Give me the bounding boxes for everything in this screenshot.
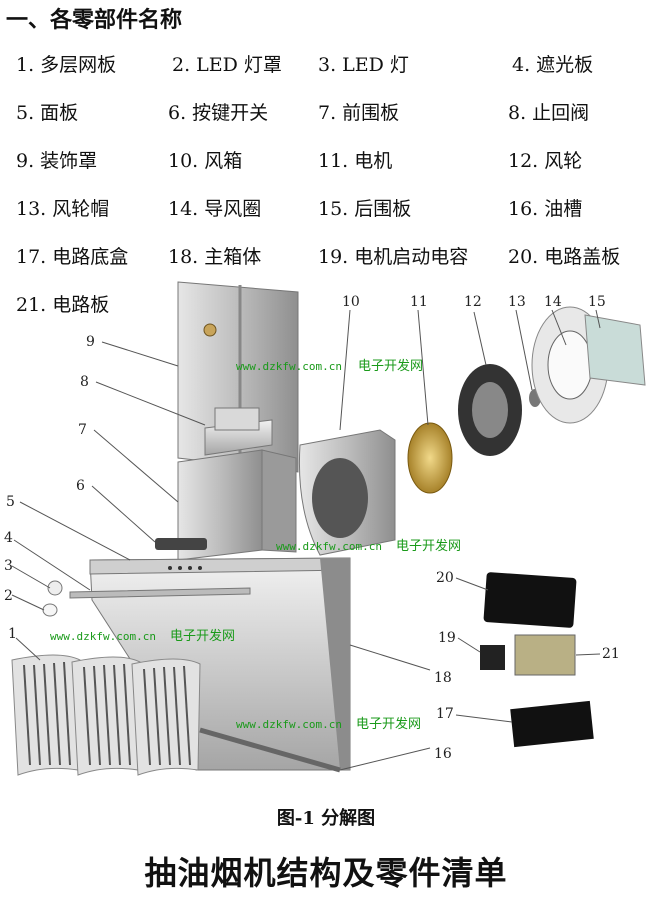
part-item: 14. 导风圈 <box>168 198 262 220</box>
rear-shroud <box>584 314 646 386</box>
callout-21: 21 <box>602 646 620 662</box>
motor-capacitor <box>480 645 505 670</box>
button-switch <box>155 538 207 550</box>
range-hood-body <box>89 557 351 773</box>
watermark-url: www.dzkfw.com.cn <box>236 718 342 731</box>
callout-10: 10 <box>342 294 360 310</box>
part-item: 10. 风箱 <box>168 150 243 172</box>
callout-7: 7 <box>78 422 87 438</box>
part-item: 17. 电路底盒 <box>16 246 129 268</box>
figure-caption: 图-1 分解图 <box>276 808 376 829</box>
circuit-board <box>514 634 576 676</box>
section-title: 一、各零部件名称 <box>6 8 183 33</box>
callout-1: 1 <box>8 626 17 642</box>
watermark-name: 电子开发网 <box>396 538 461 554</box>
callout-5: 5 <box>6 494 15 510</box>
callout-12: 12 <box>464 294 482 310</box>
callout-9: 9 <box>86 334 95 350</box>
part-item: 8. 止回阀 <box>508 102 590 124</box>
watermark-url: www.dzkfw.com.cn <box>276 540 382 553</box>
watermark-url: www.dzkfw.com.cn <box>50 630 156 643</box>
part-item: 1. 多层网板 <box>16 54 117 76</box>
callout-2: 2 <box>4 588 13 604</box>
part-item: 3. LED 灯 <box>318 54 409 76</box>
callout-3: 3 <box>4 558 13 574</box>
part-item: 21. 电路板 <box>16 294 110 316</box>
part-item: 12. 风轮 <box>508 150 583 172</box>
watermark-url: www.dzkfw.com.cn <box>236 360 342 373</box>
part-item: 20. 电路盖板 <box>508 246 621 268</box>
part-item: 4. 遮光板 <box>512 54 594 76</box>
part-item: 13. 风轮帽 <box>16 198 110 220</box>
part-item: 9. 装饰罩 <box>16 150 98 172</box>
led-cover <box>42 603 58 617</box>
callout-13: 13 <box>508 294 526 310</box>
part-item: 15. 后围板 <box>318 198 412 220</box>
callout-11: 11 <box>410 294 428 310</box>
callout-18: 18 <box>434 670 452 686</box>
fan-housing <box>298 429 396 556</box>
part-item: 11. 电机 <box>318 150 393 172</box>
circuit-base-box <box>510 700 594 748</box>
callout-16: 16 <box>434 746 452 762</box>
part-item: 16. 油槽 <box>508 198 583 220</box>
filter-plates <box>11 654 201 776</box>
leader-lines <box>11 309 601 771</box>
fan-wheel <box>458 364 522 456</box>
motor <box>407 422 453 494</box>
circuit-cover <box>483 572 577 628</box>
main-title: 抽油烟机结构及零件清单 <box>144 854 508 892</box>
callout-20: 20 <box>436 570 454 586</box>
callout-17: 17 <box>436 706 454 722</box>
watermark-name: 电子开发网 <box>170 628 235 644</box>
callout-15: 15 <box>588 294 606 310</box>
parts-list: 1. 多层网板 2. LED 灯罩 3. LED 灯 4. 遮光板 5. 面板 … <box>0 40 652 340</box>
shade-plate <box>69 587 251 599</box>
led-lamp <box>47 580 63 596</box>
front-shroud <box>177 449 297 561</box>
check-valve <box>204 407 273 456</box>
watermark-name: 电子开发网 <box>358 358 423 374</box>
exploded-diagram: 9 8 7 6 5 4 3 2 1 10 11 12 13 14 15 20 1… <box>4 281 646 776</box>
callout-19: 19 <box>438 630 456 646</box>
callout-14: 14 <box>544 294 562 310</box>
part-item: 7. 前围板 <box>318 102 400 124</box>
part-item: 5. 面板 <box>16 102 79 124</box>
callout-4: 4 <box>4 530 13 546</box>
watermark-name: 电子开发网 <box>356 716 421 732</box>
part-item: 19. 电机启动电容 <box>318 246 469 268</box>
callout-8: 8 <box>80 374 89 390</box>
part-item: 6. 按键开关 <box>168 102 269 124</box>
part-item: 18. 主箱体 <box>168 246 262 268</box>
part-item: 2. LED 灯罩 <box>172 54 282 76</box>
callout-6: 6 <box>76 478 85 494</box>
